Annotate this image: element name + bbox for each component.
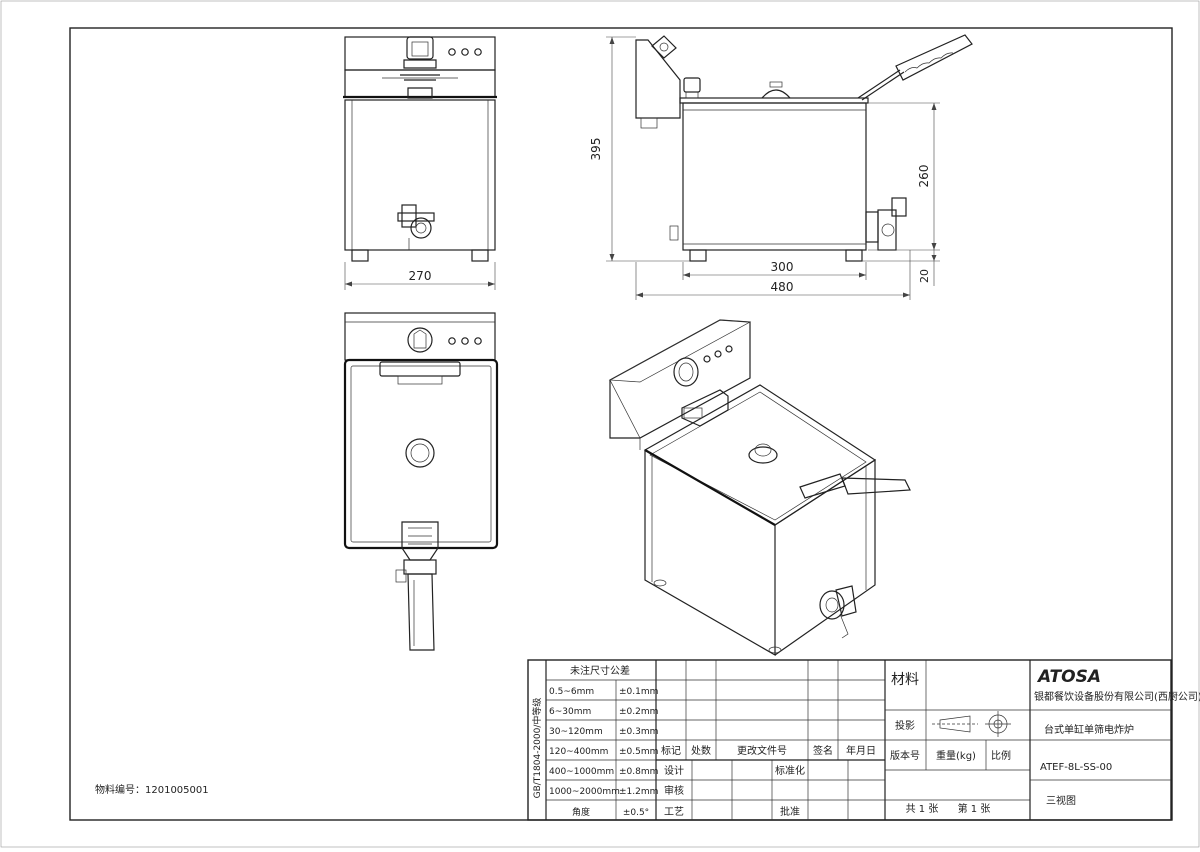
isometric-view xyxy=(608,319,911,657)
company-name: 银都餐饮设备股份有限公司(西厨公司) xyxy=(1034,690,1200,703)
projection-label: 投影 xyxy=(895,719,915,732)
scale-label: 比例 xyxy=(991,749,1011,762)
dim-side-height: 260 xyxy=(917,165,931,188)
standard-text: GB/T1804-2000/中等级 xyxy=(531,698,543,799)
process-label: 工艺 xyxy=(664,806,684,818)
dim-front-width: 270 xyxy=(409,269,432,283)
dim-foot-height: 20 xyxy=(918,269,931,283)
tol-value: ±0.3mm xyxy=(619,727,658,737)
product-name: 台式单缸单筛电炸炉 xyxy=(1044,723,1134,736)
tol-value: ±0.5mm xyxy=(619,747,658,757)
drawing-type: 三视图 xyxy=(1046,794,1076,807)
company-logo: ATOSA xyxy=(1036,667,1101,687)
tol-range: 角度 xyxy=(572,806,590,818)
tol-range: 6~30mm xyxy=(549,707,591,717)
rev-docno-label: 更改文件号 xyxy=(737,744,787,757)
dim-side-width: 300 xyxy=(771,260,794,274)
tolerance-rows: 0.5~6mm ±0.1mm 6~30mm ±0.2mm 30~120mm ±0… xyxy=(549,687,658,818)
tol-range: 120~400mm xyxy=(549,747,608,757)
weight-label: 重量(kg) xyxy=(936,749,976,762)
dim-total-height: 395 xyxy=(589,138,603,161)
front-view: 270 xyxy=(343,36,497,290)
tol-value: ±1.2mm xyxy=(619,787,658,797)
design-label: 设计 xyxy=(664,764,684,777)
rev-count-label: 处数 xyxy=(691,744,711,757)
tol-range: 400~1000mm xyxy=(549,767,614,777)
top-view xyxy=(343,312,499,651)
tolerance-title: 未注尺寸公差 xyxy=(570,664,630,677)
review-label: 审核 xyxy=(664,784,684,797)
tol-value: ±0.2mm xyxy=(619,707,658,717)
tol-range: 1000~2000mm xyxy=(549,787,620,797)
tol-value: ±0.1mm xyxy=(619,687,658,697)
sheet-number: 第 1 张 xyxy=(958,802,991,815)
approve-label: 批准 xyxy=(780,805,800,818)
side-view: 395 260 20 300 480 xyxy=(589,34,973,300)
tol-range: 0.5~6mm xyxy=(549,687,594,697)
rev-mark-label: 标记 xyxy=(661,745,681,757)
drawing-number: ATEF-8L-SS-00 xyxy=(1040,762,1112,773)
material-label: 材料 xyxy=(891,672,919,688)
sheets-total: 共 1 张 xyxy=(906,803,939,815)
rev-date-label: 年月日 xyxy=(846,744,876,757)
version-label: 版本号 xyxy=(890,749,920,762)
title-block: GB/T1804-2000/中等级 未注尺寸公差 0.5~6mm ±0.1mm … xyxy=(527,659,1200,821)
dim-side-total: 480 xyxy=(771,280,794,294)
standardize-label: 标准化 xyxy=(775,764,805,777)
rev-sign-label: 签名 xyxy=(813,744,833,757)
tol-range: 30~120mm xyxy=(549,727,603,737)
tol-value: ±0.8mm xyxy=(619,767,658,777)
material-code: 物料编号：1201005001 xyxy=(95,783,209,796)
inner-frame xyxy=(69,27,1173,821)
tol-value: ±0.5° xyxy=(623,808,649,818)
projection-symbol-icon xyxy=(932,711,1011,737)
